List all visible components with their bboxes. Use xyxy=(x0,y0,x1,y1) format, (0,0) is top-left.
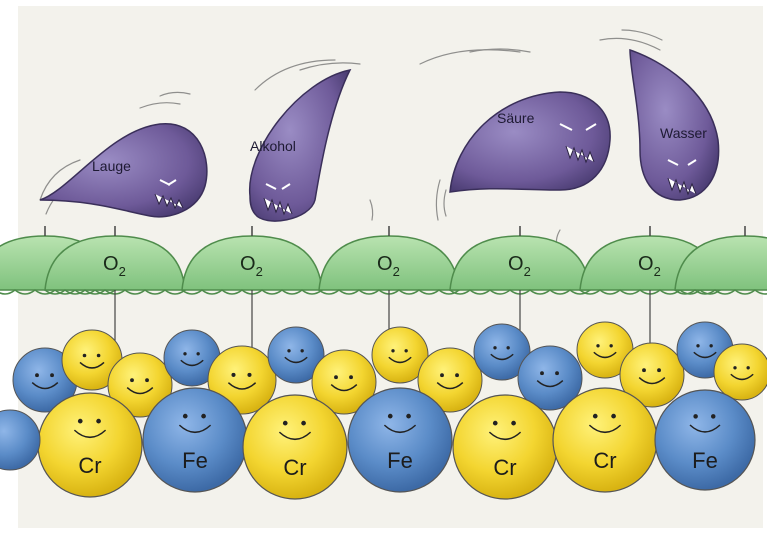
chromium-atom: Cr xyxy=(453,395,557,499)
chromium-atom: Cr xyxy=(553,388,657,492)
chromium-symbol: Cr xyxy=(493,455,516,480)
iron-symbol: Fe xyxy=(182,448,208,473)
iron-atom: Fe xyxy=(348,388,452,492)
chromium-atom: Cr xyxy=(243,395,347,499)
chromium-atom xyxy=(714,344,767,400)
chromium-symbol: Cr xyxy=(78,453,101,478)
iron-atom: Fe xyxy=(655,390,755,490)
iron-atom: Fe xyxy=(143,388,247,492)
chromium-symbol: Cr xyxy=(283,455,306,480)
alkohol-label: Alkohol xyxy=(250,138,296,154)
chromium-symbol: Cr xyxy=(593,448,616,473)
iron-symbol: Fe xyxy=(692,448,718,473)
saeure-label: Säure xyxy=(497,110,535,126)
wasser-label: Wasser xyxy=(660,125,707,141)
lauge-label: Lauge xyxy=(92,158,131,174)
iron-symbol: Fe xyxy=(387,448,413,473)
chromium-atom: Cr xyxy=(38,393,142,497)
